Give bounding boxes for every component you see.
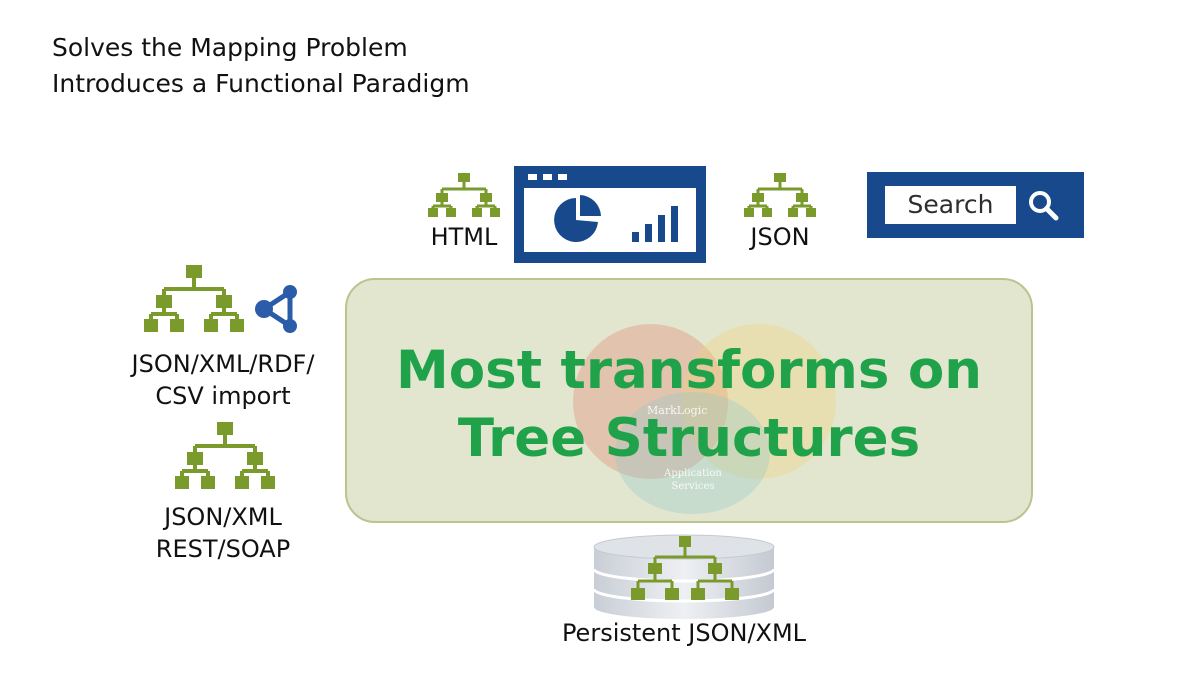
persistent-label: Persistent JSON/XML (561, 619, 807, 647)
import-label-line-2: CSV import (155, 382, 291, 410)
magnifier-icon (1029, 191, 1059, 221)
import-tree-icon (144, 265, 244, 333)
watermark-line-2: Services (671, 481, 715, 492)
transform-box: MarkLogic Application Services Most tran… (345, 278, 1033, 523)
heading-line-1: Solves the Mapping Problem (52, 33, 408, 62)
json-label: JSON (750, 223, 810, 251)
dashboard-chart-icon (514, 166, 706, 263)
watermark-brand: MarkLogic (647, 404, 708, 417)
search-widget: Search (867, 172, 1084, 238)
database-icon (592, 533, 776, 621)
import-label-line-1: JSON/XML/RDF/ (131, 350, 315, 378)
html-label: HTML (430, 223, 498, 251)
search-label: Search (885, 186, 1016, 224)
venn-circle-red (573, 324, 728, 479)
venn-circle-yellow (681, 324, 836, 479)
venn-circle-teal (615, 392, 770, 514)
html-tree-icon (428, 172, 500, 218)
graph-network-icon (252, 283, 302, 335)
json-tree-icon (744, 172, 816, 218)
headline-line-1: Most transforms on (396, 340, 982, 401)
watermark-line-1: Application (664, 468, 722, 479)
rest-label-line-1: JSON/XML (164, 503, 282, 531)
rest-tree-icon (175, 422, 275, 490)
rest-label-line-2: REST/SOAP (155, 535, 291, 563)
heading-line-2: Introduces a Functional Paradigm (52, 69, 470, 98)
headline-line-2: Tree Structures (457, 408, 921, 469)
